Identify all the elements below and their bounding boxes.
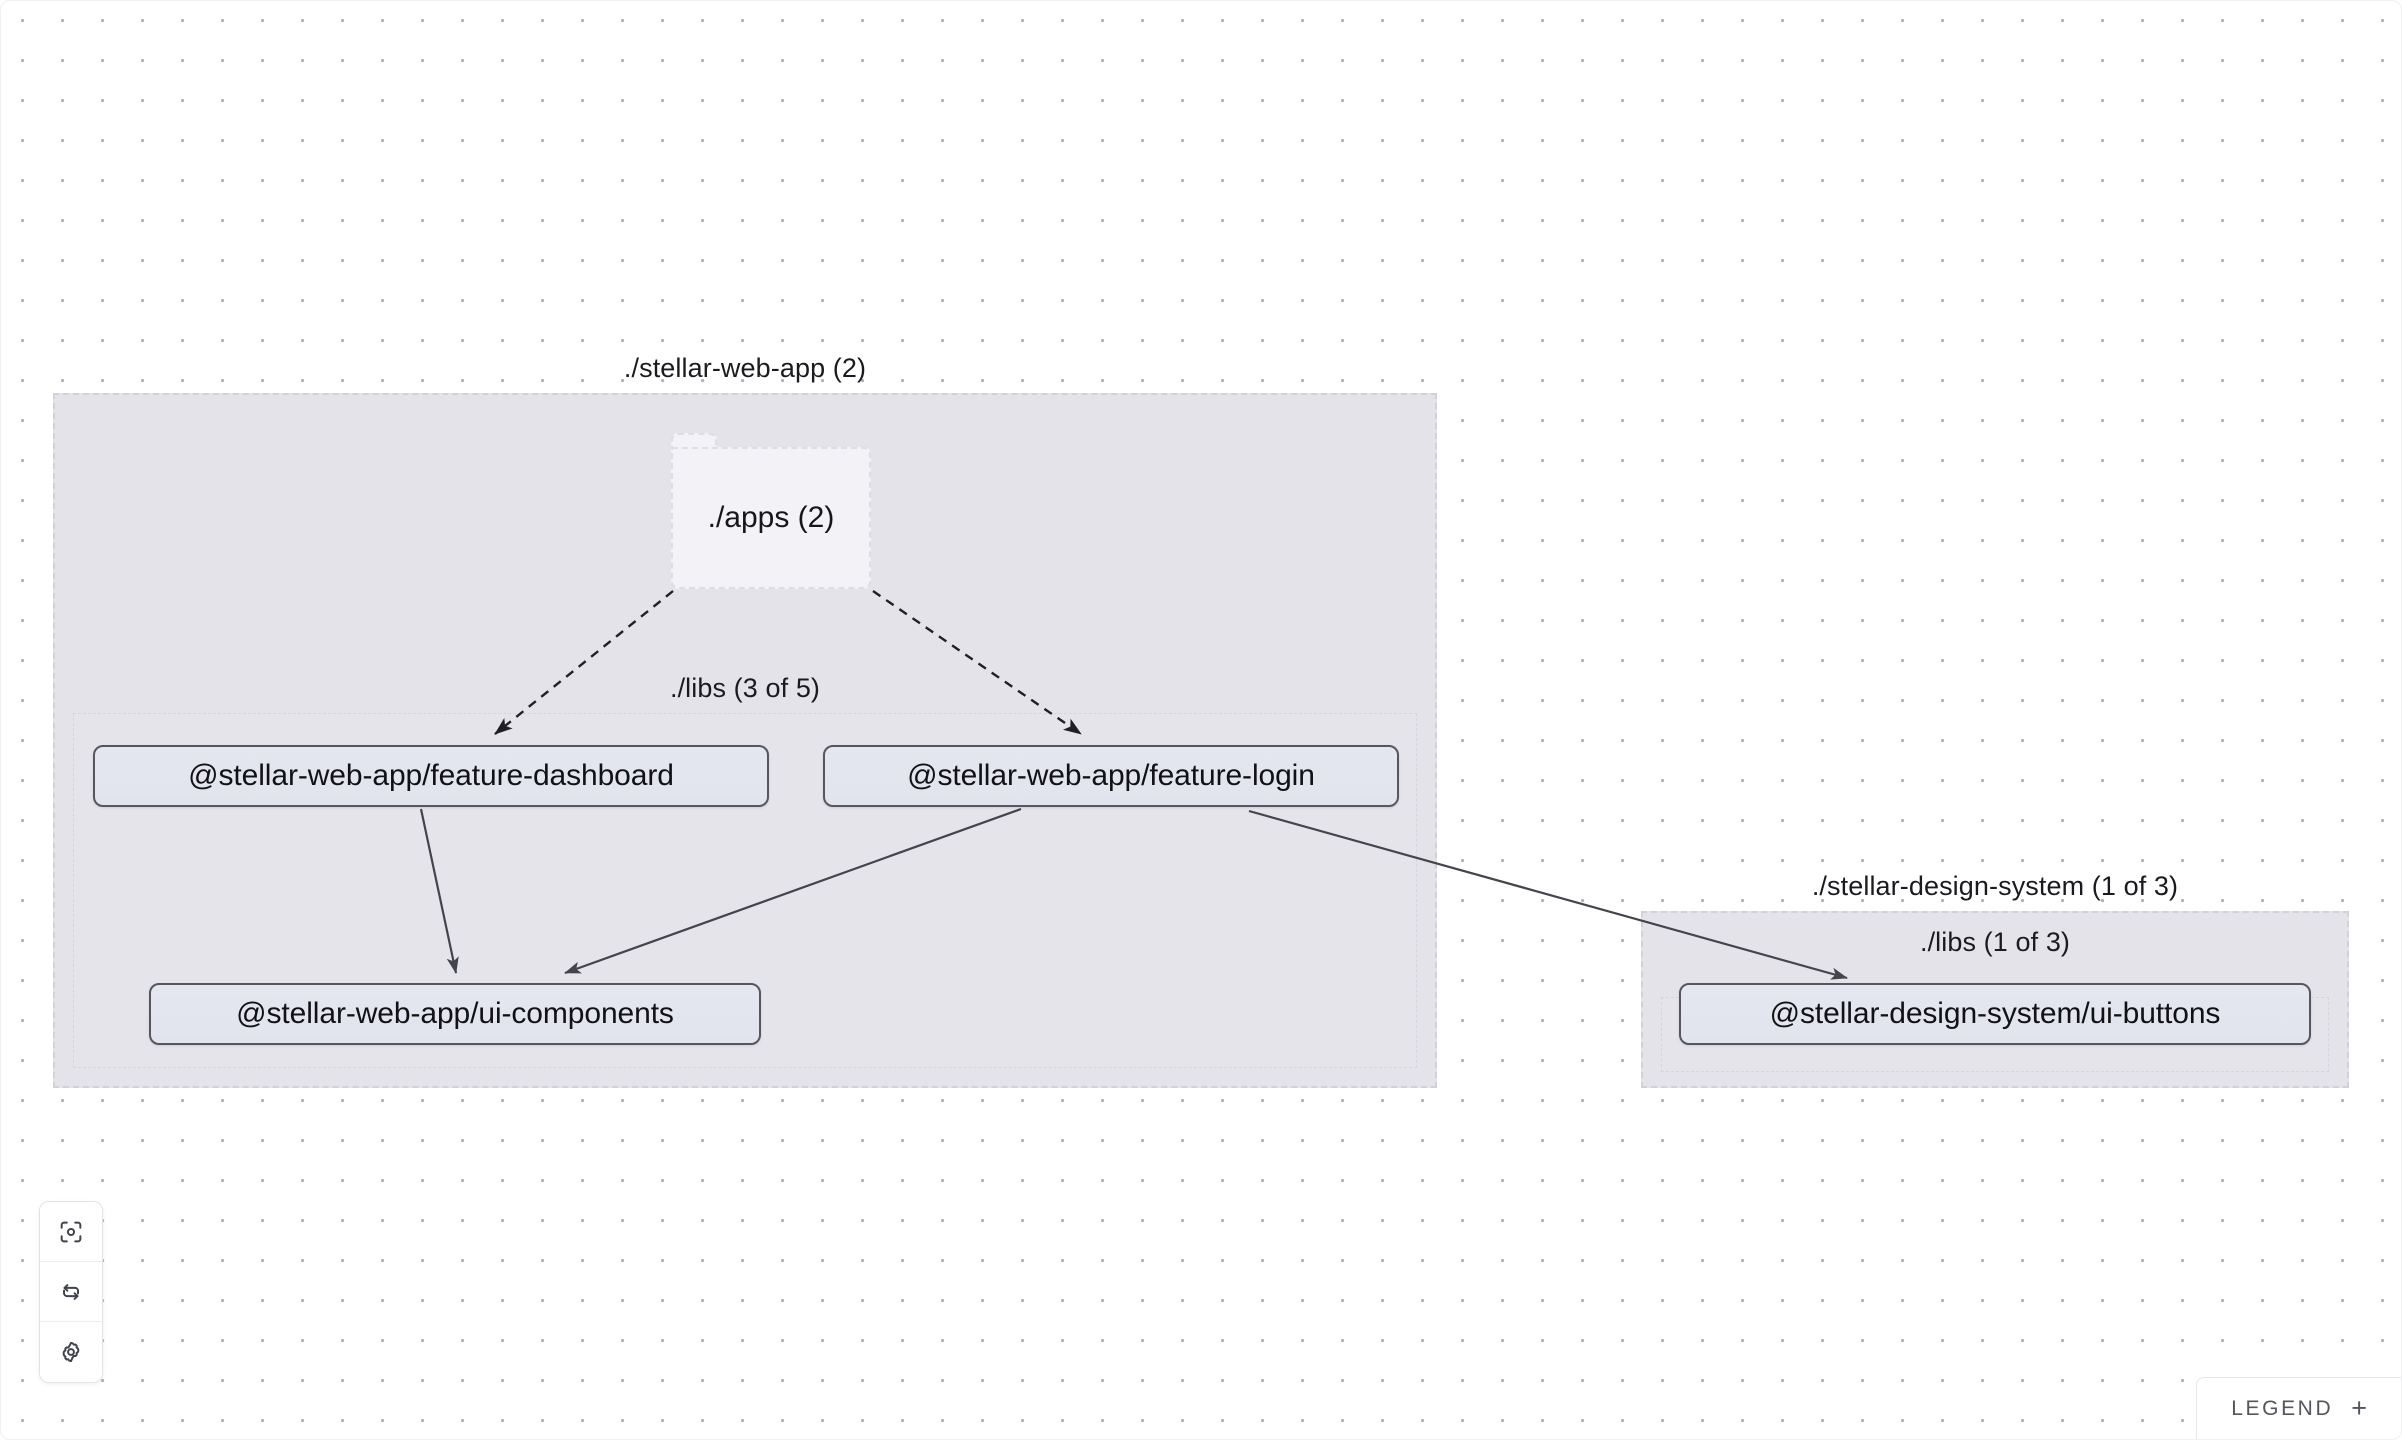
refresh-button[interactable] xyxy=(40,1262,102,1322)
folder-node-apps[interactable]: ./apps (2) xyxy=(671,433,871,589)
group-label-stellar-web-app-libs: ./libs (3 of 5) xyxy=(669,673,821,703)
node-label-feature-dashboard: @stellar-web-app/feature-dashboard xyxy=(188,759,674,792)
group-label-stellar-web-app: ./stellar-web-app (2) xyxy=(623,353,867,383)
folder-tab-icon xyxy=(671,433,717,449)
legend-toggle[interactable]: LEGEND + xyxy=(2196,1377,2401,1439)
settings-button[interactable] xyxy=(40,1322,102,1382)
group-label-stellar-design-system-libs: ./libs (1 of 3) xyxy=(1919,927,2071,957)
node-label-ui-components: @stellar-web-app/ui-components xyxy=(236,997,674,1030)
legend-label: LEGEND xyxy=(2231,1396,2334,1420)
folder-body: ./apps (2) xyxy=(671,447,871,589)
folder-node-label: ./apps (2) xyxy=(707,501,835,534)
focus-target-icon xyxy=(57,1218,85,1246)
node-feature-login[interactable]: @stellar-web-app/feature-login xyxy=(823,745,1399,807)
gear-icon xyxy=(57,1338,85,1366)
node-ui-buttons[interactable]: @stellar-design-system/ui-buttons xyxy=(1679,983,2311,1045)
node-ui-components[interactable]: @stellar-web-app/ui-components xyxy=(149,983,761,1045)
node-feature-dashboard[interactable]: @stellar-web-app/feature-dashboard xyxy=(93,745,769,807)
focus-graph-button[interactable] xyxy=(40,1202,102,1262)
refresh-icon xyxy=(57,1278,85,1306)
node-label-feature-login: @stellar-web-app/feature-login xyxy=(907,759,1315,792)
node-label-ui-buttons: @stellar-design-system/ui-buttons xyxy=(1769,997,2221,1030)
canvas-controls xyxy=(39,1201,103,1383)
group-label-stellar-design-system: ./stellar-design-system (1 of 3) xyxy=(1811,871,2179,901)
plus-icon: + xyxy=(2351,1393,2367,1423)
